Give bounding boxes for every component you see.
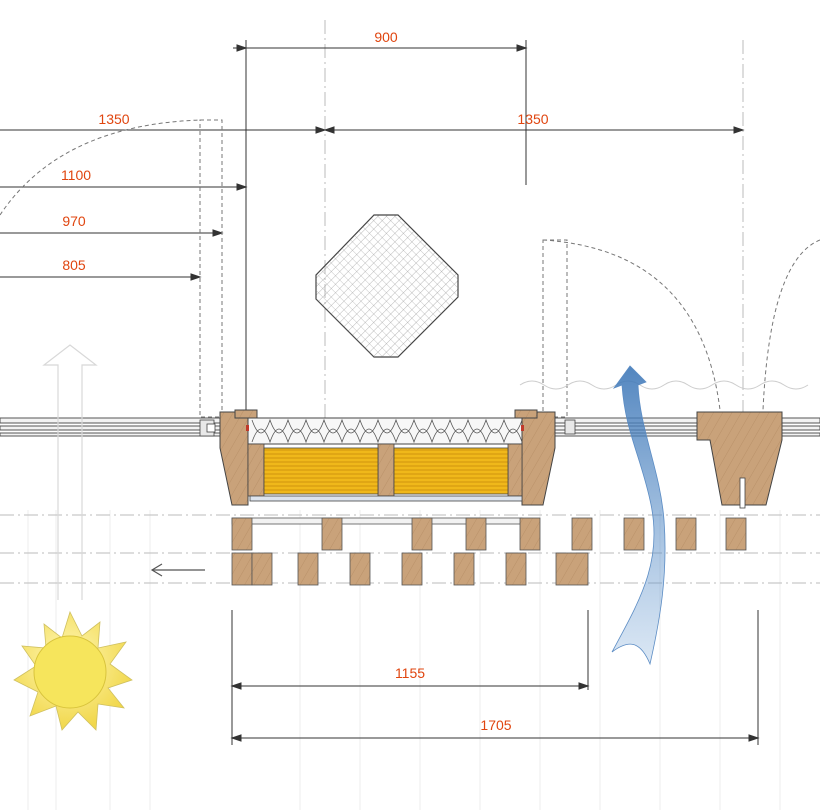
right-beam	[696, 411, 783, 509]
dim-805-label: 805	[62, 257, 86, 273]
dimension-lines	[0, 40, 760, 745]
dim-970-label: 970	[62, 213, 86, 229]
dimension-labels: 900 1350 1350 1100 970 805 1155 1705	[61, 29, 549, 733]
dim-1350-left-label: 1350	[98, 111, 129, 127]
left-arrow-icon	[150, 563, 205, 577]
diamond-light-fixture	[315, 214, 459, 358]
main-beam	[219, 409, 556, 506]
dim-1155-label: 1155	[395, 665, 425, 681]
slat-rows	[231, 517, 747, 586]
dim-900-label: 900	[374, 29, 398, 45]
curved-up-arrow-icon	[611, 365, 666, 666]
dim-1350-right-label: 1350	[517, 111, 548, 127]
wave-line	[519, 380, 809, 390]
sun-icon	[13, 610, 133, 731]
dim-1705-label: 1705	[480, 717, 511, 733]
up-arrow-icon	[42, 344, 98, 600]
dim-1100-label: 1100	[61, 167, 91, 183]
